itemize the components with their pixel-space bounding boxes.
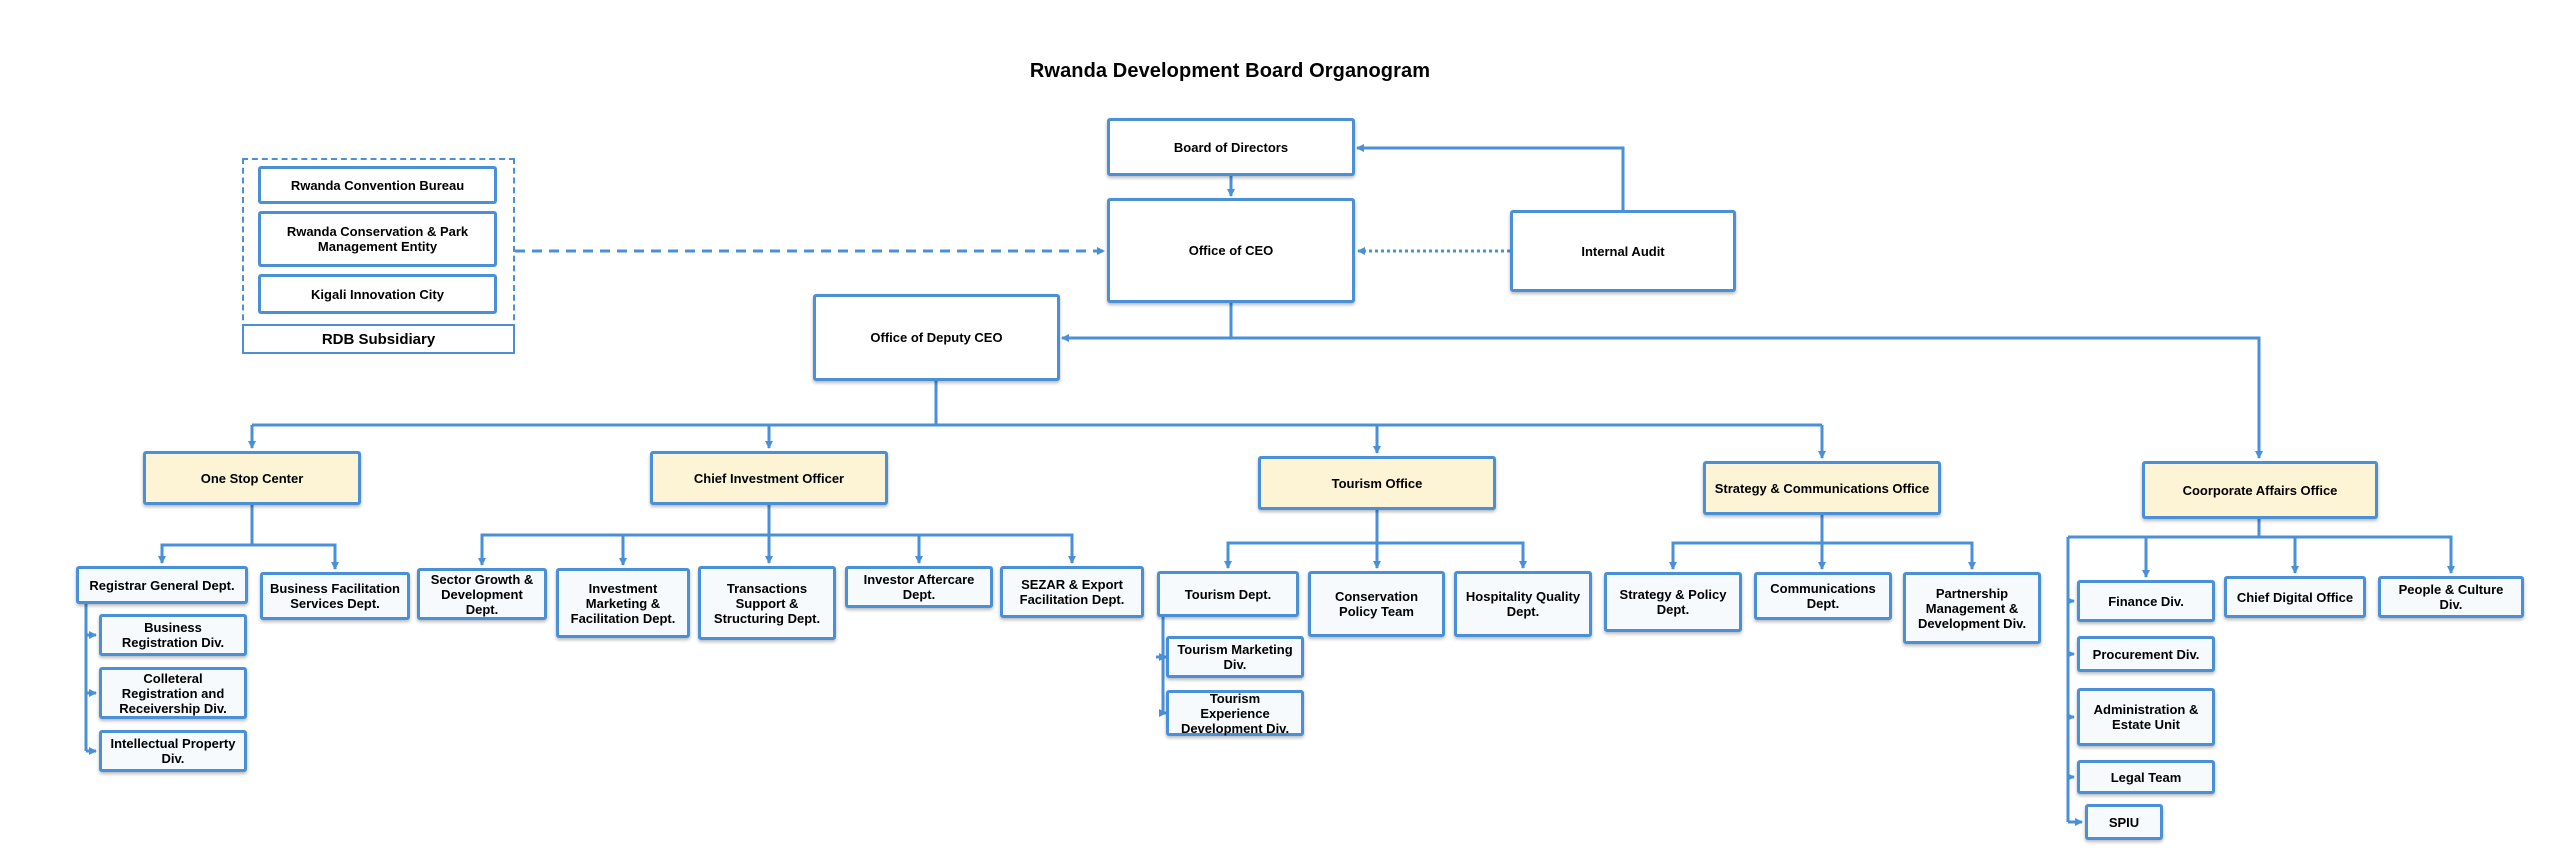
collateral-registration-div-box: Colleteral Registration and Receivership… [99, 667, 247, 719]
audit-to-board-arrow [1356, 144, 1625, 210]
hospitality-quality-dept-box: Hospitality Quality Dept. [1454, 571, 1592, 637]
strategy-to-policy-arrow [1669, 515, 1824, 570]
subsidiary-item-convention-bureau: Rwanda Convention Bureau [258, 166, 497, 204]
chief-digital-office-box: Chief Digital Office [2224, 576, 2366, 618]
legal-team-box: Legal Team [2077, 760, 2215, 794]
page-title: Rwanda Development Board Organogram [1029, 60, 1431, 82]
tourism-dept-box: Tourism Dept. [1157, 571, 1299, 617]
partnership-management-div-box: Partnership Management & Development Div… [1903, 572, 2041, 644]
tourism-marketing-div-box: Tourism Marketing Div. [1166, 636, 1304, 678]
business-facilitation-dept-box: Business Facilitation Services Dept. [260, 572, 410, 620]
investment-bus-right [769, 533, 1076, 564]
board-of-directors-box: Board of Directors [1107, 118, 1355, 176]
transactions-support-dept-box: Transactions Support & Structuring Dept. [698, 566, 836, 640]
sector-growth-dept-box: Sector Growth & Development Dept. [417, 568, 547, 620]
office-of-deputy-ceo-box: Office of Deputy CEO [813, 294, 1060, 381]
one-stop-to-registrar-arrow [158, 505, 254, 564]
strategy-policy-dept-box: Strategy & Policy Dept. [1604, 572, 1742, 632]
strategy-to-partnership-arrow [1822, 541, 1976, 570]
sezar-export-dept-box: SEZAR & Export Facilitation Dept. [1000, 566, 1144, 618]
corporate-affairs-office-box: Coorporate Affairs Office [2142, 461, 2378, 519]
internal-audit-box: Internal Audit [1510, 210, 1736, 292]
tourism-to-hospitality-arrow [1377, 541, 1527, 569]
investor-aftercare-dept-box: Investor Aftercare Dept. [845, 566, 993, 608]
strategy-communications-office-box: Strategy & Communications Office [1703, 461, 1941, 515]
corporate-bus [2068, 519, 2261, 539]
conservation-policy-team-box: Conservation Policy Team [1308, 571, 1445, 637]
tourism-office-box: Tourism Office [1258, 456, 1496, 510]
registrar-general-dept-box: Registrar General Dept. [76, 566, 248, 604]
subsidiary-item-conservation-park: Rwanda Conservation & Park Management En… [258, 211, 497, 267]
intellectual-property-div-box: Intellectual Property Div. [99, 730, 247, 772]
procurement-div-box: Procurement Div. [2077, 636, 2215, 672]
subsidiary-item-kigali-innovation: Kigali Innovation City [258, 274, 497, 314]
tourism-experience-div-box: Tourism Experience Development Div. [1166, 690, 1304, 736]
business-registration-div-box: Business Registration Div. [99, 614, 247, 656]
investment-bus-left [478, 505, 771, 566]
tourism-to-tourism-dept-arrow [1224, 510, 1379, 569]
one-stop-center-box: One Stop Center [143, 451, 361, 505]
subsidiary-label: RDB Subsidiary [242, 324, 515, 354]
ceo-to-deputy-arrow [1061, 303, 1233, 342]
communications-dept-box: Communications Dept. [1754, 572, 1892, 620]
administration-estate-unit-box: Administration & Estate Unit [2077, 688, 2215, 746]
office-of-ceo-box: Office of CEO [1107, 198, 1355, 303]
investment-marketing-dept-box: Investment Marketing & Facilitation Dept… [556, 568, 690, 638]
one-stop-to-facilitation-arrow [252, 543, 339, 570]
people-culture-div-box: People & Culture Div. [2378, 576, 2524, 618]
spiu-box: SPIU [2085, 804, 2163, 840]
deputy-bus [252, 381, 938, 427]
ceo-to-corporate-arrow [1231, 336, 2263, 459]
corporate-to-people-arrow [2259, 535, 2455, 574]
finance-div-box: Finance Div. [2077, 580, 2215, 622]
chief-investment-officer-box: Chief Investment Officer [650, 451, 888, 505]
